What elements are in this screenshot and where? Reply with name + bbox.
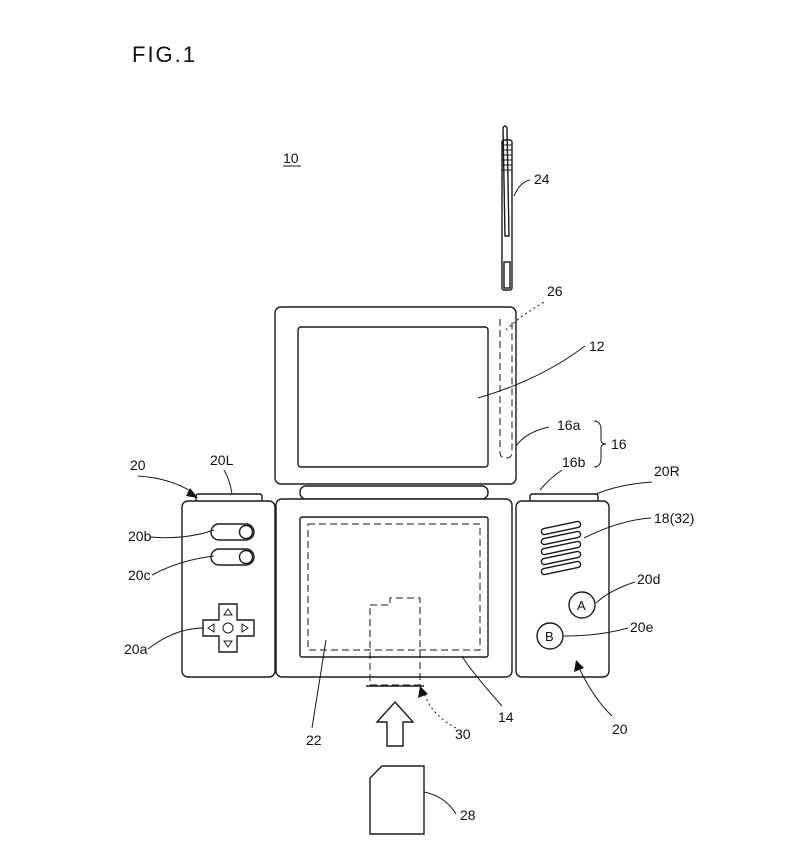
label-housing-upper: 16a bbox=[557, 417, 581, 433]
stylus-body bbox=[501, 139, 513, 291]
cross-center bbox=[222, 622, 234, 634]
leader-stylus bbox=[513, 179, 531, 197]
cross-left-arrow bbox=[207, 623, 215, 633]
button-b-label: B bbox=[545, 629, 554, 644]
stylus-end bbox=[503, 261, 511, 289]
label-button-b: 20e bbox=[630, 619, 654, 635]
arrow-operating-switch bbox=[186, 488, 198, 498]
leader-speaker bbox=[583, 517, 652, 539]
cross-up-arrow bbox=[223, 608, 233, 616]
button-20b bbox=[210, 523, 255, 541]
stylus bbox=[501, 125, 513, 291]
button-a bbox=[568, 591, 596, 619]
cross-right-arrow bbox=[241, 623, 249, 633]
label-memory-card: 28 bbox=[460, 807, 476, 823]
housing-brace bbox=[593, 420, 607, 468]
lower-lcd bbox=[299, 516, 489, 658]
label-button-a: 20d bbox=[637, 571, 660, 587]
cross-down-arrow bbox=[223, 640, 233, 648]
leader-card-slot bbox=[423, 691, 457, 729]
leader-left-switch bbox=[223, 469, 233, 495]
label-upper-lcd: 12 bbox=[589, 338, 605, 354]
left-housing bbox=[181, 500, 276, 678]
button-a-label: A bbox=[577, 598, 586, 613]
leader-20b bbox=[149, 529, 215, 539]
speaker-grille bbox=[540, 520, 582, 576]
label-lower-lcd: 14 bbox=[498, 709, 514, 725]
leader-touch-panel bbox=[311, 639, 327, 729]
leader-20c bbox=[151, 555, 215, 576]
label-right-switch: 20R bbox=[654, 463, 680, 479]
button-20c bbox=[210, 548, 255, 566]
stylus-tip bbox=[502, 125, 510, 237]
leader-right-switch bbox=[595, 481, 653, 495]
label-housing: 16 bbox=[611, 436, 627, 452]
hinge bbox=[299, 485, 489, 500]
insertion-arrow bbox=[375, 700, 415, 747]
label-card-slot: 30 bbox=[455, 726, 471, 742]
label-20b: 20b bbox=[128, 528, 152, 544]
leader-upper-lcd bbox=[477, 345, 586, 399]
leader-housing-lower bbox=[539, 469, 563, 491]
leader-operating-switch bbox=[137, 475, 193, 493]
upper-housing bbox=[274, 306, 517, 485]
label-left-switch: 20L bbox=[210, 452, 234, 468]
label-stylus-holder: 26 bbox=[547, 283, 563, 299]
upper-lcd bbox=[297, 326, 489, 468]
leader-housing-upper bbox=[515, 426, 550, 447]
stylus-holder bbox=[499, 319, 513, 459]
memory-card bbox=[369, 765, 425, 835]
label-touch-panel: 22 bbox=[306, 732, 322, 748]
leader-button-b bbox=[563, 627, 629, 637]
arrow-operating-switch-bottom bbox=[574, 660, 584, 672]
leader-button-a bbox=[595, 581, 636, 604]
leader-cross-switch bbox=[147, 627, 205, 650]
card-slot bbox=[369, 597, 421, 686]
touch-panel bbox=[307, 523, 481, 651]
label-speaker: 18(32) bbox=[654, 510, 694, 526]
label-housing-lower: 16b bbox=[562, 454, 586, 470]
label-cross-switch: 20a bbox=[124, 641, 148, 657]
arrow-card-slot bbox=[418, 686, 428, 698]
label-stylus: 24 bbox=[534, 171, 550, 187]
right-housing bbox=[515, 500, 610, 678]
cross-switch bbox=[202, 603, 255, 653]
leader-lower-lcd bbox=[461, 655, 503, 707]
button-b bbox=[536, 622, 564, 650]
leader-memory-card bbox=[423, 791, 457, 815]
label-operating-switch: 20 bbox=[130, 457, 146, 473]
leader-operating-switch-bottom bbox=[579, 669, 613, 717]
figure-title: FIG.1 bbox=[132, 42, 197, 67]
label-20c: 20c bbox=[128, 567, 151, 583]
label-device: 10 bbox=[283, 150, 299, 166]
label-operating-switch-bottom: 20 bbox=[612, 721, 628, 737]
lower-housing bbox=[275, 498, 513, 678]
